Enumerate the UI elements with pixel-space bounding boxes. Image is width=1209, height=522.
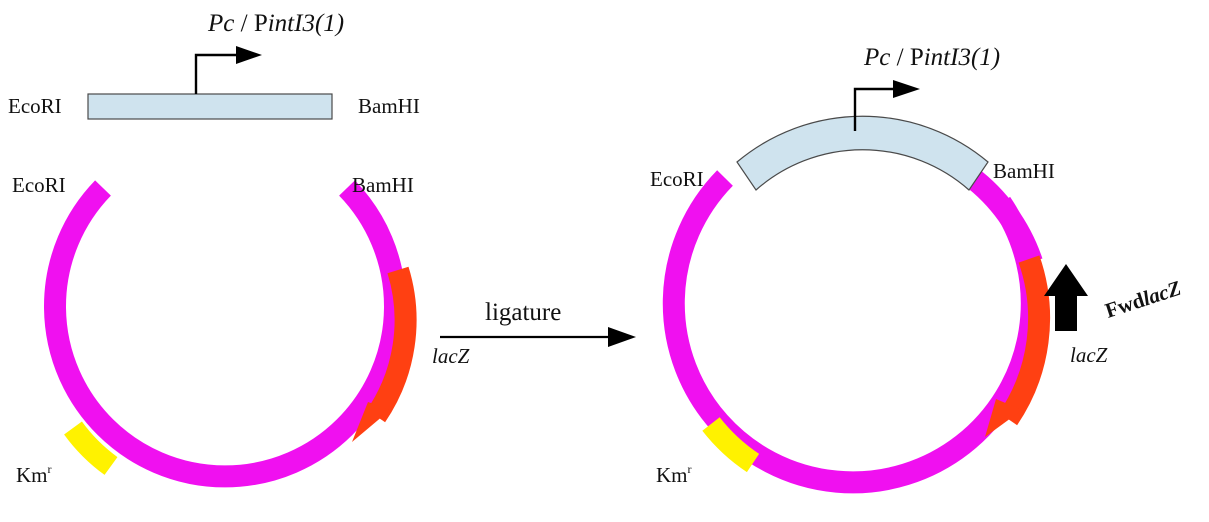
ligation-step-label: ligature: [485, 299, 561, 326]
bent-arrow-icon: [853, 80, 920, 131]
open-vector-kmr-segment: [64, 421, 118, 475]
recombinant-kmr-segment: [702, 417, 760, 473]
recombinant-bamhi-segment: [963, 167, 1043, 266]
ligation-step: ligature: [440, 299, 636, 347]
recombinant-lacz-arrowhead: [985, 399, 1022, 437]
open-vector-backbone: [44, 180, 406, 488]
recombinant-right-site-label: BamHI: [993, 159, 1055, 183]
insert-promoter-label: Pc / PintI3(1): [207, 10, 344, 37]
right-arrow-icon: [440, 327, 636, 347]
recombinant-plasmid: Pc / PintI3(1) EcoRI BamHI lacZ Kmr Fwdl…: [650, 44, 1184, 494]
open-vector-lacz-arrowhead: [352, 402, 390, 442]
insert-fragment-bar: [87, 93, 333, 120]
open-vector: EcoRI BamHI lacZ Kmr: [12, 173, 470, 488]
open-vector-lacz-label: lacZ: [432, 344, 470, 368]
open-vector-lacz-segment: [366, 266, 417, 423]
open-vector-km-label: Kmr: [16, 462, 52, 487]
recombinant-promoter-label: Pc / PintI3(1): [863, 44, 1000, 71]
promoter-arrow-icon: [194, 46, 262, 94]
recombinant-lacz-segment: [998, 255, 1051, 426]
open-vector-right-site-label: BamHI: [352, 173, 414, 197]
up-arrow-icon: [1044, 264, 1088, 331]
recombinant-left-site-label: EcoRI: [650, 167, 704, 191]
insert-right-site-label: BamHI: [358, 94, 420, 118]
recombinant-lacz-label: lacZ: [1070, 343, 1108, 367]
insert-left-site-label: EcoRI: [8, 94, 62, 118]
recombinant-insert-segment: [736, 115, 989, 191]
open-vector-left-site-label: EcoRI: [12, 173, 66, 197]
primer-label: FwdlacZ: [1102, 276, 1184, 323]
insert-fragment: Pc / PintI3(1) EcoRI BamHI: [8, 10, 420, 120]
recombinant-km-label: Kmr: [656, 462, 692, 487]
